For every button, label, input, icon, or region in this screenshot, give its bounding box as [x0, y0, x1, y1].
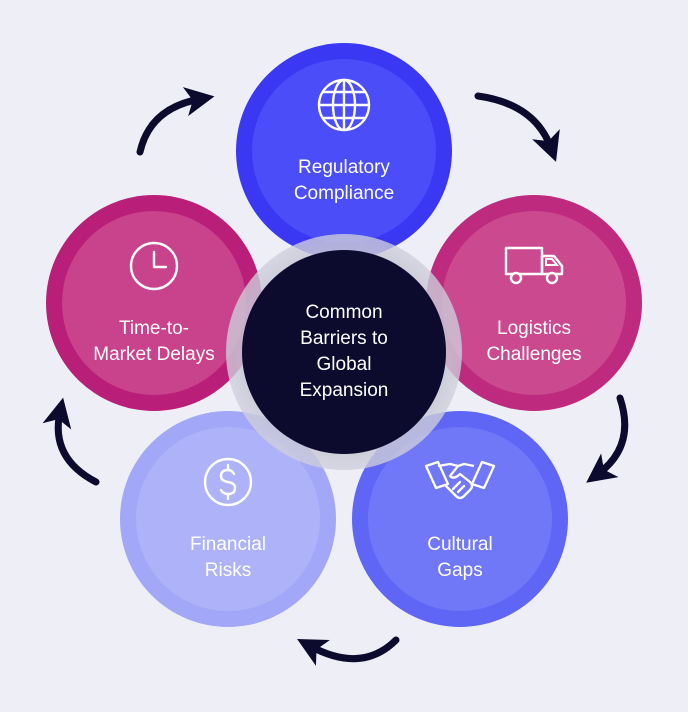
node-cultural-content: Cultural Gaps — [352, 411, 568, 627]
node-financial-label: Financial Risks — [189, 534, 267, 581]
node-time-label: Time-to- Market Delays — [93, 318, 215, 365]
node-cultural: Cultural Gaps — [352, 411, 568, 627]
node-cultural-inner — [368, 427, 552, 611]
arrow-bottom — [297, 636, 400, 666]
node-financial-inner — [136, 427, 320, 611]
node-regulatory: Regulatory Compliance — [236, 43, 452, 259]
node-logistics-content: Logistics Challenges — [426, 195, 642, 411]
arrow-left — [42, 397, 100, 486]
center-label: Common Barriers to Global Expansion — [299, 302, 389, 401]
node-logistics-inner — [442, 211, 626, 395]
arrow-right — [586, 394, 629, 483]
center-circle: Common Barriers to Global Expansion — [242, 250, 446, 454]
globe-icon — [317, 78, 371, 132]
node-regulatory-label: Regulatory Compliance — [293, 157, 395, 204]
node-logistics-label: Logistics Challenges — [486, 318, 582, 365]
dollar-icon — [203, 457, 253, 507]
clock-icon — [129, 241, 179, 291]
node-time-inner — [62, 211, 246, 395]
truck-icon — [504, 246, 564, 285]
node-time-content: Time-to- Market Delays — [46, 195, 262, 411]
handshake-icon — [424, 460, 496, 500]
node-logistics: Logistics Challenges — [426, 195, 642, 411]
arrow-top-left — [136, 87, 215, 156]
node-time-to-market: Time-to- Market Delays — [46, 195, 262, 411]
arrow-top-right — [474, 92, 560, 162]
node-financial-content: Financial Risks — [120, 411, 336, 627]
node-cultural-label: Cultural Gaps — [427, 534, 493, 581]
node-regulatory-content: Regulatory Compliance — [236, 43, 452, 259]
